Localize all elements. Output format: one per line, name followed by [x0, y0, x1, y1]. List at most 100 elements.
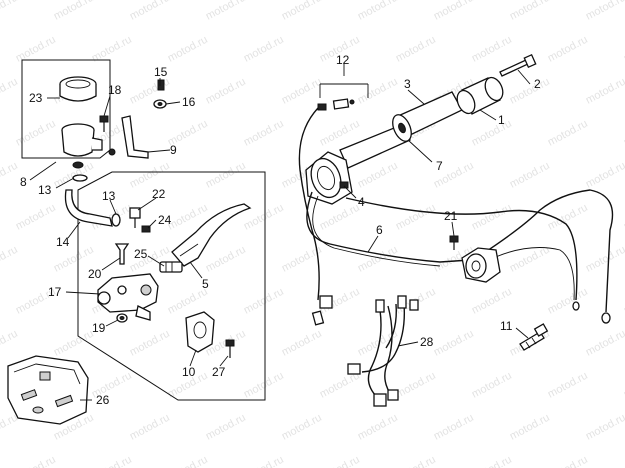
callout-12: 12 — [336, 53, 350, 67]
callout-10: 10 — [182, 365, 196, 379]
watermark-text: motod.ru — [0, 76, 20, 107]
brake-lever — [171, 203, 252, 267]
throttle-sleeve — [392, 91, 463, 142]
brake-cable — [469, 189, 614, 313]
handlebar-grip — [456, 76, 504, 115]
watermark-text: motod.ru — [356, 160, 400, 191]
pin-20 — [114, 243, 130, 265]
nut-19 — [116, 313, 128, 323]
watermark-text: motod.ru — [204, 412, 248, 443]
watermark-text: motod.ru — [242, 118, 286, 149]
cable-connector-12 — [317, 98, 355, 111]
watermark-text: motod.ru — [0, 160, 20, 191]
callout-25: 25 — [134, 247, 148, 261]
watermark-text: motod.ru — [0, 328, 20, 359]
cable-end-right — [572, 301, 611, 324]
throttle-housing — [305, 151, 353, 205]
callout-5: 5 — [202, 277, 209, 291]
clamp-screw-27 — [225, 339, 235, 358]
callout-6: 6 — [376, 223, 383, 237]
watermark-text: motod.ru — [432, 328, 476, 359]
watermark-text: motod.ru — [508, 412, 552, 443]
callout-21: 21 — [444, 209, 458, 223]
callout-26: 26 — [96, 393, 110, 407]
callout-18: 18 — [108, 83, 122, 97]
watermark-text: motod.ru — [470, 202, 514, 233]
bar-end-bolt — [499, 53, 537, 77]
watermark-text: motod.ru — [242, 454, 286, 468]
switch-wire — [298, 107, 320, 301]
callout-8: 8 — [20, 175, 27, 189]
callout-1: 1 — [498, 113, 505, 127]
watermark-text: motod.ru — [356, 244, 400, 275]
callout-22: 22 — [152, 187, 166, 201]
callout-15: 15 — [154, 65, 168, 79]
callout-11: 11 — [500, 319, 513, 333]
callout-17: 17 — [48, 285, 62, 299]
hose-clamp-upper — [72, 174, 88, 182]
watermark-text: motod.ru — [470, 454, 514, 468]
watermark-text: motod.ru — [584, 160, 625, 191]
callout-28: 28 — [420, 335, 434, 349]
callout-16: 16 — [182, 95, 196, 109]
wiring-harness — [347, 295, 419, 407]
watermark-text: motod.ru — [394, 202, 438, 233]
nut-24 — [141, 225, 151, 233]
watermark-text: motod.ru — [204, 244, 248, 275]
watermark-text: motod.ru — [0, 0, 20, 23]
callout-7: 7 — [436, 159, 443, 173]
watermark-text: motod.ru — [432, 412, 476, 443]
watermark-text: motod.ru — [508, 160, 552, 191]
choke-cable — [345, 197, 578, 301]
watermark-text: motod.ru — [14, 202, 58, 233]
callout-14: 14 — [56, 235, 70, 249]
watermark-text: motod.ru — [508, 0, 552, 23]
watermark-text: motod.ru — [318, 454, 362, 468]
watermark-text: motod.ru — [584, 244, 625, 275]
callout-19: 19 — [92, 321, 106, 335]
watermark-text: motod.ru — [52, 0, 96, 23]
watermark-text: motod.ru — [546, 370, 590, 401]
watermark-text: motod.ru — [166, 34, 210, 65]
watermark-text: motod.ru — [546, 118, 590, 149]
watermark-text: motod.ru — [280, 76, 324, 107]
kill-switch — [461, 247, 501, 283]
watermark-text: motod.ru — [204, 76, 248, 107]
callout-3: 3 — [404, 77, 411, 91]
callout-27: 27 — [212, 365, 226, 379]
watermark-text: motod.ru — [546, 286, 590, 317]
watermark-text: motod.ru — [432, 0, 476, 23]
washer-16 — [153, 99, 167, 109]
adjuster-25 — [159, 261, 183, 273]
watermark-text: motod.ru — [584, 0, 625, 23]
watermark-text: motod.ru — [204, 0, 248, 23]
watermark-text: motod.ru — [394, 454, 438, 468]
watermark-text: motod.ru — [204, 160, 248, 191]
watermark-text: motod.ru — [280, 328, 324, 359]
watermark-text: motod.ru — [0, 244, 20, 275]
reservoir-body — [61, 123, 103, 169]
throttle-cable — [306, 191, 471, 263]
watermark-text: motod.ru — [280, 0, 324, 23]
watermark-text: motod.ru — [356, 0, 400, 23]
watermark-text: motod.ru — [242, 34, 286, 65]
watermark-text: motod.ru — [128, 0, 172, 23]
watermark-text: motod.ru — [584, 76, 625, 107]
pivot-bolt-22 — [129, 207, 141, 228]
nut-15 — [157, 79, 165, 91]
watermark-text: motod.ru — [128, 160, 172, 191]
reservoir-cap — [59, 76, 97, 102]
watermark-text: motod.ru — [470, 118, 514, 149]
reservoir-group-frame — [21, 59, 111, 159]
watermark-text: motod.ru — [166, 454, 210, 468]
callout-numbers: 23 18 15 16 9 8 13 13 14 22 24 25 20 17 … — [20, 53, 541, 407]
callout-23: 23 — [29, 91, 43, 105]
watermark-text: motod.ru — [470, 370, 514, 401]
hose — [64, 189, 113, 227]
watermark-text: motod.ru — [508, 76, 552, 107]
leader-lines — [29, 64, 531, 401]
watermark-text: motod.ru — [242, 370, 286, 401]
callout-20: 20 — [88, 267, 102, 281]
lever-group-frame — [77, 171, 266, 401]
